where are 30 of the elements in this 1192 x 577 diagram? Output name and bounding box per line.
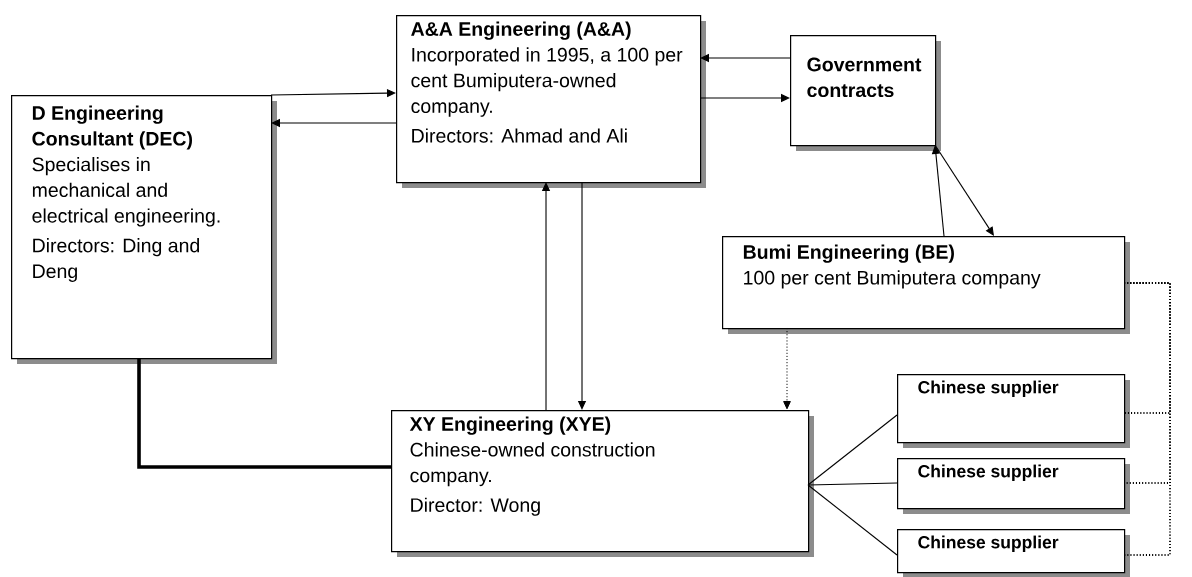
company-box bbox=[897, 529, 1130, 577]
node-heading: A&A Engineering (A&A) bbox=[411, 21, 631, 40]
connector-line bbox=[137, 358, 391, 469]
node-text: Director: Wong bbox=[411, 497, 540, 516]
connector-line bbox=[807, 414, 898, 486]
company-box bbox=[897, 458, 1130, 514]
node-heading: Chinese supplier bbox=[918, 535, 1059, 552]
node-heading: Chinese supplier bbox=[918, 464, 1059, 481]
arrow bbox=[931, 145, 945, 237]
company-box bbox=[722, 236, 1130, 334]
connector-line bbox=[807, 482, 898, 486]
arrow bbox=[934, 144, 994, 236]
connector-line bbox=[807, 484, 898, 556]
connector-line bbox=[1123, 282, 1171, 556]
node-heading: XY Engineering (XYE) bbox=[409, 416, 611, 435]
node-text: Directors: Ahmad and Ali bbox=[412, 128, 627, 143]
node-text: 100 per cent Bumiputera company bbox=[744, 270, 1041, 289]
node-heading: Bumi Engineering (BE) bbox=[743, 244, 954, 263]
company-box bbox=[790, 35, 941, 151]
node-text: Chinese-owned construction company. bbox=[410, 442, 655, 487]
node-text: Incorporated in 1995, a 100 per cent Bumiputera-owned company. bbox=[411, 47, 683, 117]
node-text: Specialises in mechanical and electrical engineering. bbox=[32, 157, 220, 227]
node-heading: D Engineering Consultant (DEC) bbox=[32, 105, 192, 150]
company-box bbox=[396, 15, 706, 188]
company-box bbox=[11, 95, 277, 364]
node-heading: Government contracts bbox=[807, 57, 922, 98]
node-heading: Chinese supplier bbox=[918, 380, 1059, 397]
node-text: Directors: Ding and Deng bbox=[33, 238, 199, 282]
company-box bbox=[897, 374, 1130, 448]
company-box bbox=[391, 410, 814, 557]
